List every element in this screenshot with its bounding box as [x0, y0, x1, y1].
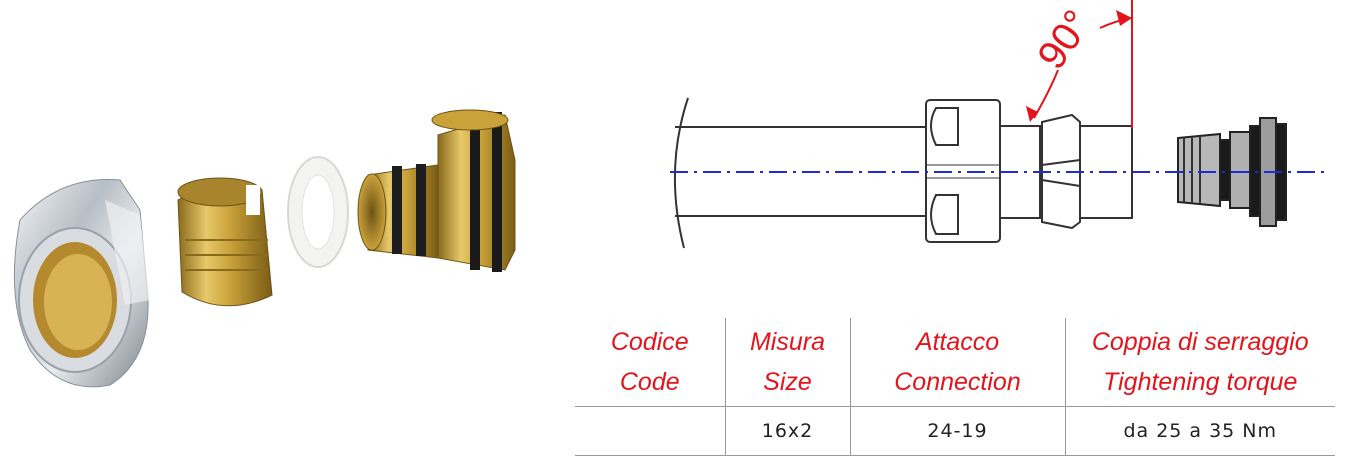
table-header-row: Codice Code Misura Size Attacco Connecti… [575, 318, 1335, 407]
cell-torque: da 25 a 35 Nm [1064, 406, 1335, 456]
header-torque-it: Coppia di serraggio [1091, 328, 1309, 356]
brass-olive [177, 177, 273, 307]
cell-code [575, 406, 725, 456]
ptfe-washer [287, 156, 349, 268]
table-row: 16x2 24-19 da 25 a 35 Nm [575, 406, 1335, 456]
header-torque-en: Tightening torque [1103, 368, 1298, 396]
product-photo [13, 109, 516, 388]
header-code-en: Code [619, 368, 680, 396]
header-size: Misura Size [724, 318, 850, 407]
header-code-it: Codice [610, 328, 689, 356]
header-size-en: Size [763, 368, 812, 396]
angle-marker: 90° [1026, 0, 1133, 128]
header-connection-it: Attacco [915, 328, 1000, 356]
brass-adapter [357, 109, 516, 272]
header-size-it: Misura [749, 328, 825, 356]
header-torque: Coppia di serraggio Tightening torque [1064, 318, 1335, 407]
cell-connection: 24-19 [849, 406, 1065, 456]
header-connection-en: Connection [894, 368, 1021, 396]
header-connection: Attacco Connection [849, 318, 1065, 407]
chrome-nut [13, 179, 150, 388]
cell-size: 16x2 [724, 406, 850, 456]
header-code: Codice Code [575, 318, 725, 407]
technical-drawing: 90° [670, 0, 1325, 249]
nut-profile [925, 99, 1001, 243]
angle-label: 90° [1029, 2, 1100, 77]
specification-table: Codice Code Misura Size Attacco Connecti… [575, 318, 1335, 456]
